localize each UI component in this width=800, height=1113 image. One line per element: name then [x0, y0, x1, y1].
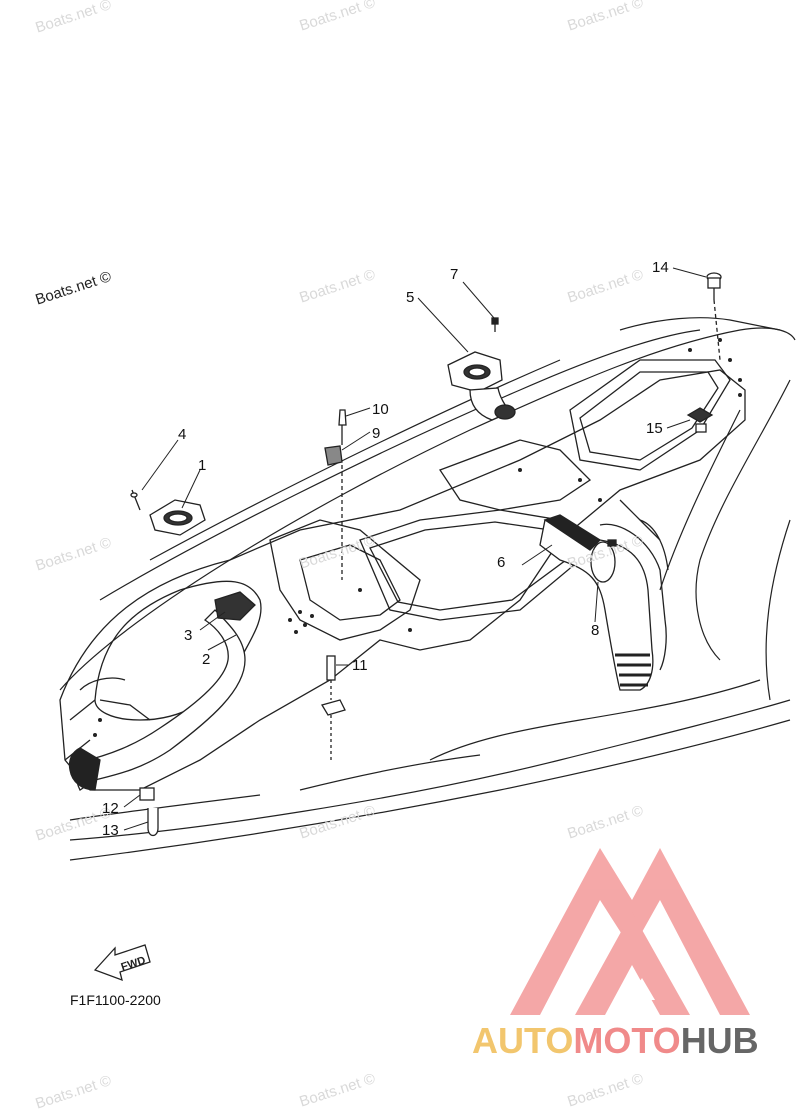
part-6-hose	[539, 514, 669, 691]
diagram-code: F1F1100-2200	[70, 992, 161, 1008]
callout-7: 7	[450, 266, 459, 283]
callout-8: 8	[591, 622, 600, 639]
part-2-hose	[68, 591, 256, 791]
callout-12: 12	[102, 800, 119, 817]
fwd-arrow-icon	[93, 944, 151, 982]
brand-wordmark: AUTOMOTOHUB	[472, 1020, 759, 1062]
callout-6: 6	[497, 554, 506, 571]
part-12-13-bracket	[139, 787, 159, 837]
callout-2: 2	[202, 651, 211, 668]
callout-3: 3	[184, 627, 193, 644]
callout-15: 15	[646, 420, 663, 437]
callout-5: 5	[406, 289, 415, 306]
part-7-screw	[491, 317, 499, 332]
callout-4: 4	[178, 426, 187, 443]
part-9-10-fitting	[324, 409, 347, 580]
mounting-holes	[93, 338, 742, 737]
part-14-plug	[706, 272, 722, 361]
callout-1: 1	[198, 457, 207, 474]
callout-11: 11	[352, 657, 368, 674]
part-1-flange	[149, 499, 206, 536]
logo-mark	[510, 848, 750, 1015]
part-4-bolt	[130, 489, 141, 511]
brand-part-hub: HUB	[680, 1020, 759, 1061]
brand-part-moto: MOTO	[573, 1020, 681, 1061]
callout-9: 9	[372, 425, 381, 442]
hull-outline	[59, 317, 796, 861]
brand-part-auto: AUTO	[472, 1020, 574, 1061]
part-11-post	[321, 655, 346, 760]
part-8-clamp	[590, 539, 617, 583]
leader-lines	[123, 267, 707, 831]
part-5-elbow	[447, 351, 516, 421]
callout-14: 14	[652, 259, 669, 276]
callout-13: 13	[102, 822, 119, 839]
part-15-clip	[686, 407, 714, 433]
callout-10: 10	[372, 401, 389, 418]
